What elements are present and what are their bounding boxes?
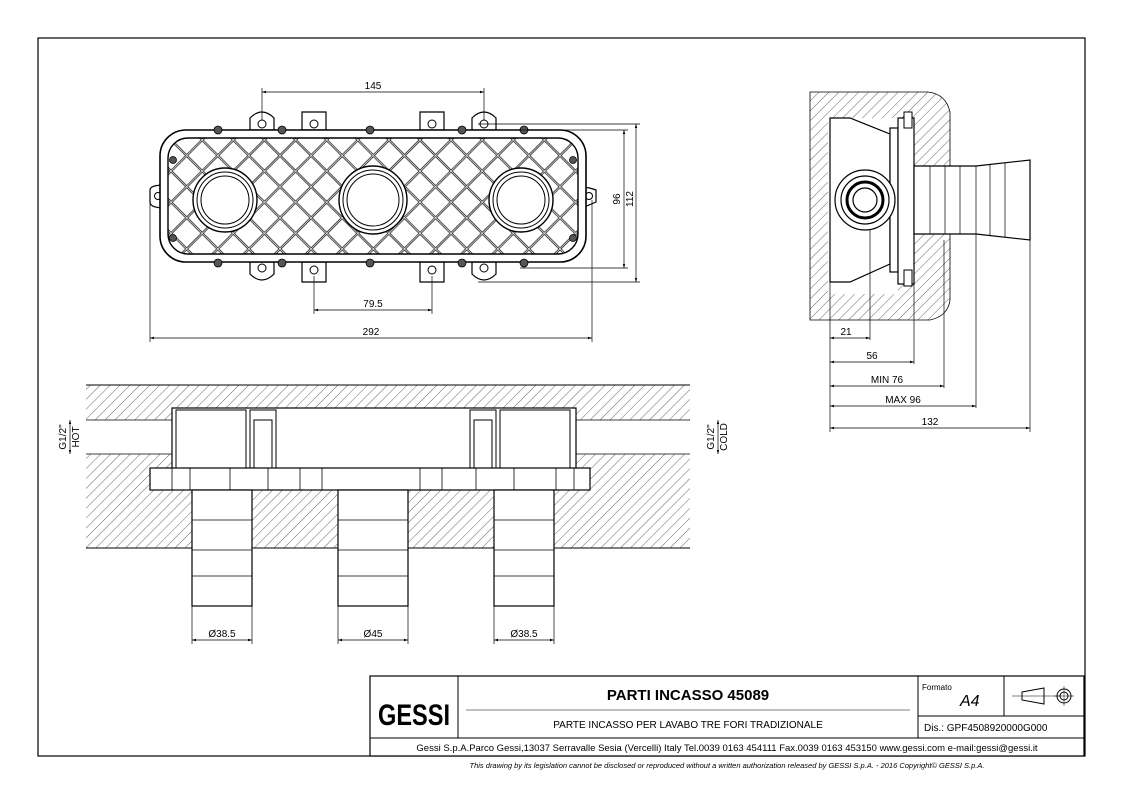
thread-left: G1/2" [58, 424, 69, 450]
dim-292: 292 [363, 327, 380, 338]
thread-right: G1/2" [706, 424, 717, 450]
front-view: 145 96 112 79.5 292 [149, 81, 640, 342]
dia-right: Ø38.5 [510, 629, 538, 640]
dim-79-5: 79.5 [363, 299, 383, 310]
dim-112: 112 [625, 191, 636, 207]
legal-notice: This drawing by its legislation cannot b… [470, 761, 985, 770]
dim-56: 56 [866, 351, 878, 362]
dim-132: 132 [922, 417, 939, 428]
label-hot: HOT [71, 426, 82, 447]
drawing-title: PARTI INCASSO 45089 [607, 687, 769, 704]
drawing-subtitle: PARTE INCASSO PER LAVABO TRE FORI TRADIZ… [553, 720, 823, 731]
section-view: Ø38.5 Ø45 Ø38.5 G1/2" HOT G1/2" COLD [58, 384, 730, 644]
dim-21: 21 [840, 327, 852, 338]
dim-145: 145 [365, 81, 382, 92]
projection-symbol-icon [1012, 686, 1074, 706]
company-address: Gessi S.p.A.Parco Gessi,13037 Serravalle… [416, 743, 1038, 754]
title-block: GESSI PARTI INCASSO 45089 PARTE INCASSO … [369, 675, 1085, 770]
side-view: 21 56 MIN 76 MAX 96 132 [809, 91, 1031, 432]
format-label: Formato [922, 683, 952, 692]
format-value: A4 [959, 693, 980, 710]
dim-min-76: MIN 76 [871, 375, 904, 386]
dia-center: Ø45 [364, 629, 383, 640]
dia-left: Ø38.5 [208, 629, 236, 640]
label-cold: COLD [719, 423, 730, 451]
drawing-number: Dis.: GPF4508920000G000 [924, 723, 1048, 734]
dim-96: 96 [612, 193, 623, 205]
dim-max-96: MAX 96 [885, 395, 921, 406]
gessi-logo: GESSI [378, 699, 450, 732]
